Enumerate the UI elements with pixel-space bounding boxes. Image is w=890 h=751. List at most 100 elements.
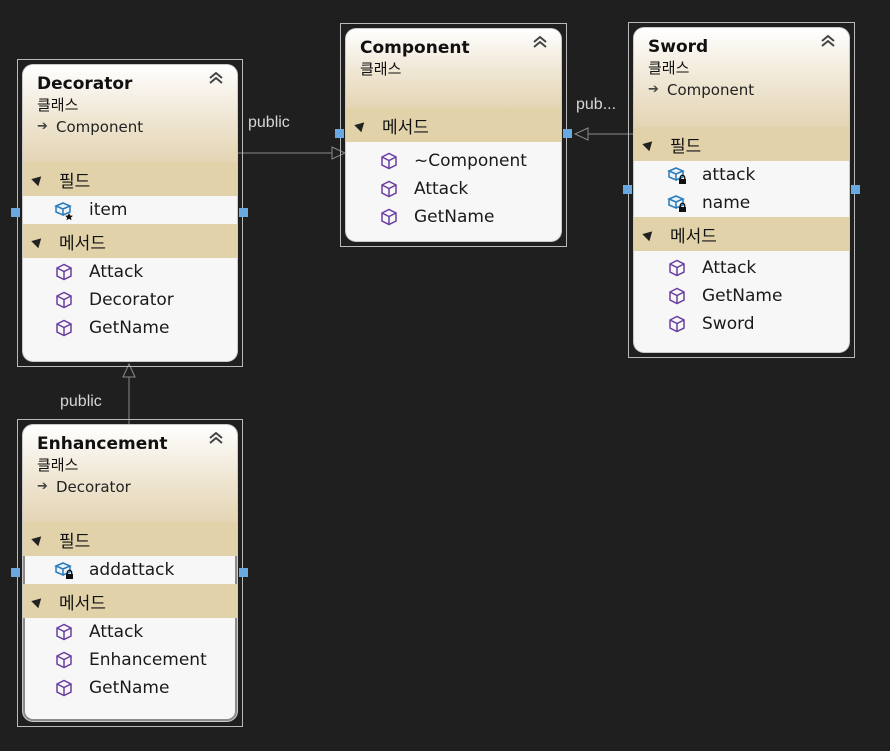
method-item[interactable]: Decorator bbox=[23, 286, 237, 314]
method-name: Attack bbox=[89, 622, 144, 642]
class-card-enhancement[interactable]: Enhancement 클래스 ➔ Decorator 필드 addattack… bbox=[23, 425, 237, 721]
methods-section-header[interactable]: 메서드 bbox=[23, 224, 237, 258]
method-item[interactable]: GetName bbox=[23, 314, 237, 342]
class-card-component[interactable]: Component 클래스 메서드 ~Component Attack GetN… bbox=[346, 29, 561, 241]
method-item[interactable]: GetName bbox=[23, 674, 237, 702]
field-name: name bbox=[702, 193, 751, 213]
inherit-arrow-icon: ➔ bbox=[37, 119, 48, 134]
connection-handle-left[interactable] bbox=[335, 129, 344, 138]
relationship-label: pub... bbox=[576, 96, 617, 113]
method-icon bbox=[666, 257, 688, 279]
method-icon bbox=[53, 649, 75, 671]
class-header: Decorator 클래스 ➔ Component bbox=[23, 65, 237, 162]
method-name: Attack bbox=[414, 179, 469, 199]
method-item[interactable]: Sword bbox=[634, 310, 849, 338]
resize-handle-right[interactable] bbox=[851, 185, 860, 194]
class-card-decorator[interactable]: Decorator 클래스 ➔ Component 필드 item 메서드 At… bbox=[23, 65, 237, 361]
inheritance-arrowhead-decorator-component bbox=[331, 146, 347, 160]
method-icon bbox=[53, 317, 75, 339]
field-name: attack bbox=[702, 165, 756, 185]
method-item[interactable]: ~Component bbox=[346, 147, 561, 175]
method-item[interactable]: GetName bbox=[634, 282, 849, 310]
method-item[interactable]: Attack bbox=[346, 175, 561, 203]
method-icon bbox=[666, 285, 688, 307]
expand-triangle-icon bbox=[642, 137, 656, 151]
class-card-sword[interactable]: Sword 클래스 ➔ Component 필드 attack name 메서드… bbox=[634, 28, 849, 352]
field-private-icon bbox=[666, 192, 688, 214]
inherit-arrow-icon: ➔ bbox=[648, 82, 659, 97]
resize-handle-left[interactable] bbox=[11, 568, 20, 577]
field-item[interactable]: attack bbox=[634, 161, 849, 189]
base-class: ➔ Decorator bbox=[37, 476, 225, 498]
field-item[interactable]: name bbox=[634, 189, 849, 217]
collapse-chevron-icon[interactable] bbox=[819, 34, 837, 52]
fields-section-header[interactable]: 필드 bbox=[23, 162, 237, 196]
method-name: ~Component bbox=[414, 151, 527, 171]
method-icon bbox=[666, 313, 688, 335]
method-item[interactable]: Attack bbox=[23, 618, 237, 646]
fields-section-header[interactable]: 필드 bbox=[23, 522, 237, 556]
class-header: Component 클래스 bbox=[346, 29, 561, 108]
resize-handle-right[interactable] bbox=[239, 208, 248, 217]
method-icon bbox=[378, 206, 400, 228]
method-icon bbox=[378, 178, 400, 200]
inheritance-arrowhead-sword-component bbox=[573, 127, 589, 141]
class-header: Enhancement 클래스 ➔ Decorator bbox=[23, 425, 237, 522]
method-item[interactable]: Attack bbox=[23, 258, 237, 286]
resize-handle-left[interactable] bbox=[623, 185, 632, 194]
field-protected-icon bbox=[53, 199, 75, 221]
inheritance-arrowhead-enhancement-decorator bbox=[122, 362, 136, 378]
method-icon bbox=[53, 677, 75, 699]
resize-handle-left[interactable] bbox=[11, 208, 20, 217]
method-item[interactable]: GetName bbox=[346, 203, 561, 231]
methods-section-header[interactable]: 메서드 bbox=[23, 584, 237, 618]
field-name: addattack bbox=[89, 560, 175, 580]
methods-section-header[interactable]: 메서드 bbox=[634, 217, 849, 251]
method-name: Enhancement bbox=[89, 650, 207, 670]
fields-section-header[interactable]: 필드 bbox=[634, 127, 849, 161]
class-title: Enhancement bbox=[37, 434, 168, 454]
method-name: Attack bbox=[702, 258, 757, 278]
method-icon bbox=[53, 621, 75, 643]
section-label: 메서드 bbox=[59, 233, 106, 254]
expand-triangle-icon bbox=[354, 118, 368, 132]
section-label: 메서드 bbox=[670, 226, 717, 247]
expand-triangle-icon bbox=[31, 234, 45, 248]
method-name: GetName bbox=[702, 286, 783, 306]
section-label: 필드 bbox=[670, 136, 702, 157]
method-item[interactable]: Enhancement bbox=[23, 646, 237, 674]
connection-handle-right[interactable] bbox=[563, 129, 572, 138]
method-icon bbox=[378, 150, 400, 172]
collapse-chevron-icon[interactable] bbox=[207, 71, 225, 89]
relationship-label: public bbox=[248, 114, 290, 131]
method-name: Sword bbox=[702, 314, 755, 334]
method-name: Decorator bbox=[89, 290, 174, 310]
field-item[interactable]: item bbox=[23, 196, 237, 224]
method-name: GetName bbox=[89, 318, 170, 338]
method-name: GetName bbox=[89, 678, 170, 698]
field-name: item bbox=[89, 200, 128, 220]
section-label: 메서드 bbox=[382, 117, 429, 138]
method-name: Attack bbox=[89, 262, 144, 282]
expand-triangle-icon bbox=[642, 227, 656, 241]
field-item[interactable]: addattack bbox=[23, 556, 237, 584]
collapse-chevron-icon[interactable] bbox=[207, 431, 225, 449]
class-title: Sword bbox=[648, 37, 709, 57]
class-title: Decorator bbox=[37, 74, 133, 94]
section-label: 필드 bbox=[59, 531, 91, 552]
base-class: ➔ Component bbox=[37, 116, 225, 138]
method-icon bbox=[53, 261, 75, 283]
expand-triangle-icon bbox=[31, 172, 45, 186]
method-item[interactable]: Attack bbox=[634, 254, 849, 282]
class-stereotype: 클래스 bbox=[37, 456, 79, 474]
expand-triangle-icon bbox=[31, 594, 45, 608]
class-stereotype: 클래스 bbox=[360, 60, 402, 78]
collapse-chevron-icon[interactable] bbox=[531, 35, 549, 53]
base-class-name: Component bbox=[56, 118, 144, 136]
methods-section-header[interactable]: 메서드 bbox=[346, 108, 561, 142]
resize-handle-right[interactable] bbox=[239, 568, 248, 577]
class-title: Component bbox=[360, 38, 470, 58]
class-stereotype: 클래스 bbox=[37, 96, 79, 114]
class-stereotype: 클래스 bbox=[648, 59, 690, 77]
